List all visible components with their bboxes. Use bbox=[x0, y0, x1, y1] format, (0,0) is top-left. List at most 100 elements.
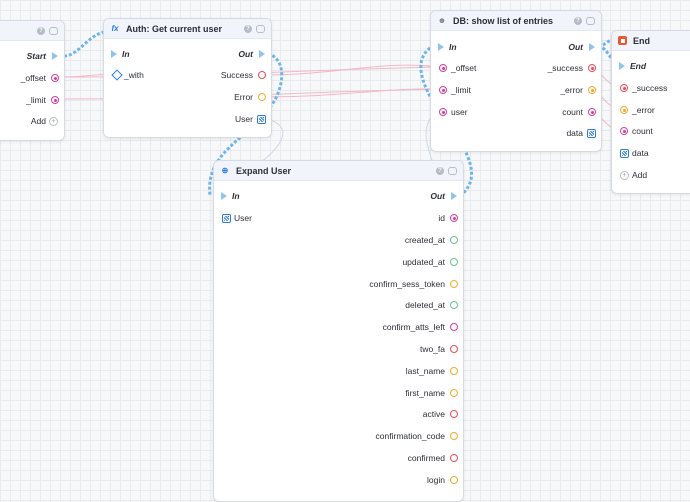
field-port[interactable] bbox=[450, 476, 458, 484]
auth-output-row: Error bbox=[104, 90, 271, 104]
field-port[interactable] bbox=[450, 454, 458, 462]
expand-icon: ⊕ bbox=[221, 166, 229, 175]
db-io-row: _offset _success bbox=[431, 61, 601, 75]
end-input-row: data bbox=[612, 146, 690, 160]
in-label: In bbox=[232, 191, 240, 201]
comment-icon[interactable] bbox=[256, 24, 265, 33]
input-port[interactable] bbox=[439, 86, 447, 94]
data-object-port[interactable] bbox=[587, 128, 596, 138]
flow-in-port[interactable] bbox=[619, 62, 625, 70]
add-label: Add bbox=[632, 170, 648, 180]
field-label: two_fa bbox=[419, 344, 445, 354]
field-port[interactable] bbox=[450, 389, 458, 397]
field-port[interactable] bbox=[450, 214, 458, 222]
field-label: updated_at bbox=[402, 257, 445, 267]
start-out-label: Start bbox=[26, 51, 46, 61]
comment-icon[interactable] bbox=[448, 166, 457, 175]
expand-input-row: User bbox=[214, 211, 463, 225]
expand-user-node[interactable]: ⊕ Expand User ? In Out User id created_a… bbox=[213, 160, 464, 502]
output-port[interactable] bbox=[588, 108, 596, 116]
user-object-port[interactable] bbox=[222, 213, 231, 223]
error-port[interactable] bbox=[258, 93, 266, 101]
node-title: DB: show list of entries bbox=[453, 15, 554, 26]
database-user-icon: ☻ bbox=[437, 16, 447, 25]
flow-in-port[interactable] bbox=[221, 192, 227, 200]
field-port[interactable] bbox=[450, 432, 458, 440]
input-label: _offset bbox=[451, 63, 477, 73]
field-row: confirmed bbox=[214, 451, 463, 465]
db-io-row: data bbox=[431, 126, 601, 140]
field-label: confirmed bbox=[407, 453, 445, 463]
data-object-port[interactable] bbox=[620, 148, 629, 158]
end-input-row: _success bbox=[612, 81, 690, 95]
field-label: active bbox=[422, 409, 445, 419]
output-label: User bbox=[235, 114, 253, 124]
field-port[interactable] bbox=[450, 367, 458, 375]
input-port[interactable] bbox=[620, 127, 628, 135]
field-row: created_at bbox=[214, 233, 463, 247]
comment-icon[interactable] bbox=[49, 26, 58, 35]
output-port[interactable] bbox=[588, 64, 596, 72]
input-label: _error bbox=[632, 105, 655, 115]
input-port[interactable] bbox=[620, 84, 628, 92]
flow-out-port[interactable] bbox=[589, 43, 595, 51]
field-label: id bbox=[438, 213, 445, 223]
node-title: Expand User bbox=[236, 165, 292, 176]
field-label: login bbox=[427, 475, 445, 485]
add-port-icon[interactable]: + bbox=[620, 170, 629, 180]
auth-flow-row: In Out bbox=[104, 47, 271, 61]
help-icon[interactable]: ? bbox=[37, 26, 45, 35]
output-label: count bbox=[562, 107, 583, 117]
flow-out-port[interactable] bbox=[52, 52, 58, 60]
help-icon[interactable]: ? bbox=[436, 166, 444, 175]
field-row: active bbox=[214, 407, 463, 421]
param-port[interactable] bbox=[51, 96, 59, 104]
output-port[interactable] bbox=[588, 86, 596, 94]
field-label: confirm_atts_left bbox=[382, 322, 445, 332]
flow-out-port[interactable] bbox=[451, 192, 457, 200]
auth-output-row: Success bbox=[104, 68, 271, 82]
output-label: Success bbox=[220, 70, 253, 80]
help-icon[interactable]: ? bbox=[244, 24, 252, 33]
end-flow-row: End bbox=[612, 59, 690, 73]
input-port[interactable] bbox=[620, 106, 628, 114]
start-param-label: _limit bbox=[26, 95, 46, 105]
flow-in-port[interactable] bbox=[438, 43, 444, 51]
field-port[interactable] bbox=[450, 323, 458, 331]
auth-node[interactable]: fx Auth: Get current user ? In Out _with… bbox=[103, 18, 272, 138]
input-label: _success bbox=[632, 83, 668, 93]
start-out-row: Start bbox=[0, 49, 64, 63]
end-add-row[interactable]: + Add bbox=[612, 168, 690, 182]
start-add-row[interactable]: Add + bbox=[0, 114, 64, 128]
expand-node-header: ⊕ Expand User ? bbox=[214, 161, 463, 181]
field-row: updated_at bbox=[214, 255, 463, 269]
help-icon[interactable]: ? bbox=[574, 16, 582, 25]
db-node[interactable]: ☻ DB: show list of entries ? In Out _off… bbox=[430, 10, 602, 152]
success-port[interactable] bbox=[258, 71, 266, 79]
field-port[interactable] bbox=[450, 258, 458, 266]
comment-icon[interactable] bbox=[586, 16, 595, 25]
field-label: first_name bbox=[405, 388, 445, 398]
input-port[interactable] bbox=[439, 64, 447, 72]
field-row: confirm_sess_token bbox=[214, 277, 463, 291]
end-label: End bbox=[630, 61, 647, 71]
input-label: _with bbox=[124, 70, 144, 80]
end-node[interactable]: End End _success _error count data + Add bbox=[611, 30, 690, 194]
user-object-port[interactable] bbox=[257, 114, 266, 124]
flow-in-port[interactable] bbox=[111, 50, 117, 58]
field-port[interactable] bbox=[450, 345, 458, 353]
start-node[interactable]: ? Start _offset _limit Add + bbox=[0, 20, 65, 141]
field-port[interactable] bbox=[450, 280, 458, 288]
field-port[interactable] bbox=[450, 301, 458, 309]
output-label: _success bbox=[547, 63, 583, 73]
out-label: Out bbox=[568, 42, 583, 52]
input-label: User bbox=[234, 213, 252, 223]
input-port[interactable] bbox=[439, 108, 447, 116]
flow-out-port[interactable] bbox=[259, 50, 265, 58]
add-port-icon[interactable]: + bbox=[49, 116, 58, 126]
start-param-row: _offset bbox=[0, 71, 64, 85]
field-port[interactable] bbox=[450, 236, 458, 244]
node-title: End bbox=[633, 35, 650, 46]
param-port[interactable] bbox=[51, 74, 59, 82]
field-port[interactable] bbox=[450, 410, 458, 418]
